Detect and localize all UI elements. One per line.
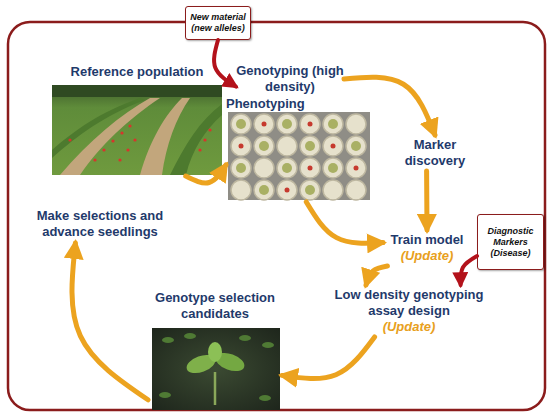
input-box: Diagnostic Markers (Disease)	[477, 214, 544, 270]
flow-arrow	[461, 256, 477, 285]
flow-arrow	[72, 243, 148, 400]
step-label: Low density genotyping assay design(Upda…	[323, 285, 495, 337]
node-text: Phenotyping	[226, 96, 305, 112]
node-text: Marker discovery	[393, 137, 477, 169]
cycle-frame	[8, 22, 545, 410]
seedling-photo	[152, 328, 280, 410]
node-text: Make selections and advance seedlings	[18, 208, 182, 240]
node-text: New material (new alleles)	[186, 12, 250, 34]
step-label: Train model(Update)	[383, 230, 471, 266]
update-note: (Update)	[401, 248, 454, 264]
node-text: Diagnostic Markers (Disease)	[478, 226, 543, 259]
step-label: Genotype selection candidates	[148, 290, 282, 412]
update-note: (Update)	[383, 319, 436, 335]
step-label: Marker discovery	[393, 135, 477, 171]
flow-arrow	[344, 77, 435, 135]
flow-arrow	[366, 266, 387, 285]
step-label: Phenotyping	[226, 96, 372, 202]
flow-arrow	[214, 40, 236, 87]
node-text: Genotyping (high density)	[236, 63, 344, 95]
node-text: Train model	[391, 232, 464, 248]
flow-arrow	[186, 165, 226, 183]
step-label: Reference population	[50, 64, 224, 176]
cups-photo	[228, 112, 370, 200]
flow-arrow	[424, 171, 429, 230]
flow-arrow	[282, 337, 375, 379]
node-text: Low density genotyping assay design	[323, 287, 495, 319]
field-photo	[52, 85, 222, 175]
step-label: Make selections and advance seedlings	[18, 205, 182, 243]
flow-arrow	[306, 202, 383, 243]
step-label: Genotyping (high density)	[236, 60, 344, 98]
input-box: New material (new alleles)	[185, 6, 251, 40]
node-text: Reference population	[71, 64, 204, 80]
node-text: Genotype selection candidates	[148, 290, 282, 322]
